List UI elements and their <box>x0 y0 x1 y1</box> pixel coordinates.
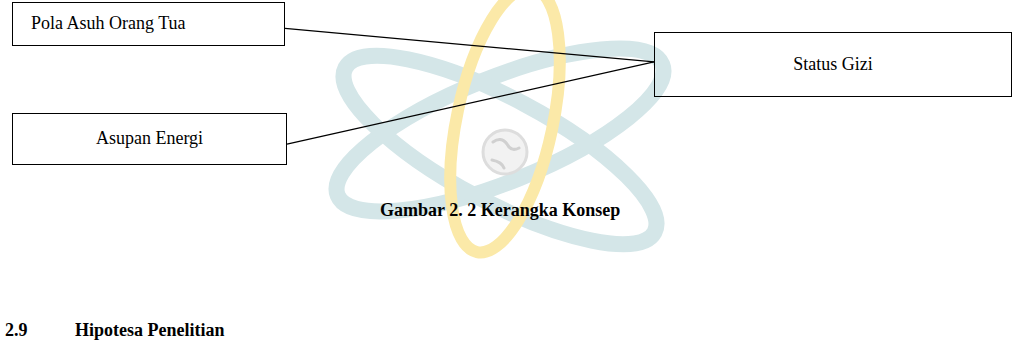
figure-caption: Gambar 2. 2 Kerangka Konsep <box>380 200 620 221</box>
section-heading: Hipotesa Penelitian <box>75 320 225 341</box>
box-text: Status Gizi <box>793 54 873 76</box>
connector-line <box>285 28 654 62</box>
box-text: Pola Asuh Orang Tua <box>31 13 186 35</box>
outcome-box: Status Gizi <box>654 32 1012 97</box>
section-heading: 2.9 <box>5 320 28 341</box>
concept-box: Asupan Energi <box>12 113 287 165</box>
concept-box: Pola Asuh Orang Tua <box>12 2 285 46</box>
connector-line <box>287 62 654 144</box>
box-text: Asupan Energi <box>96 128 203 150</box>
